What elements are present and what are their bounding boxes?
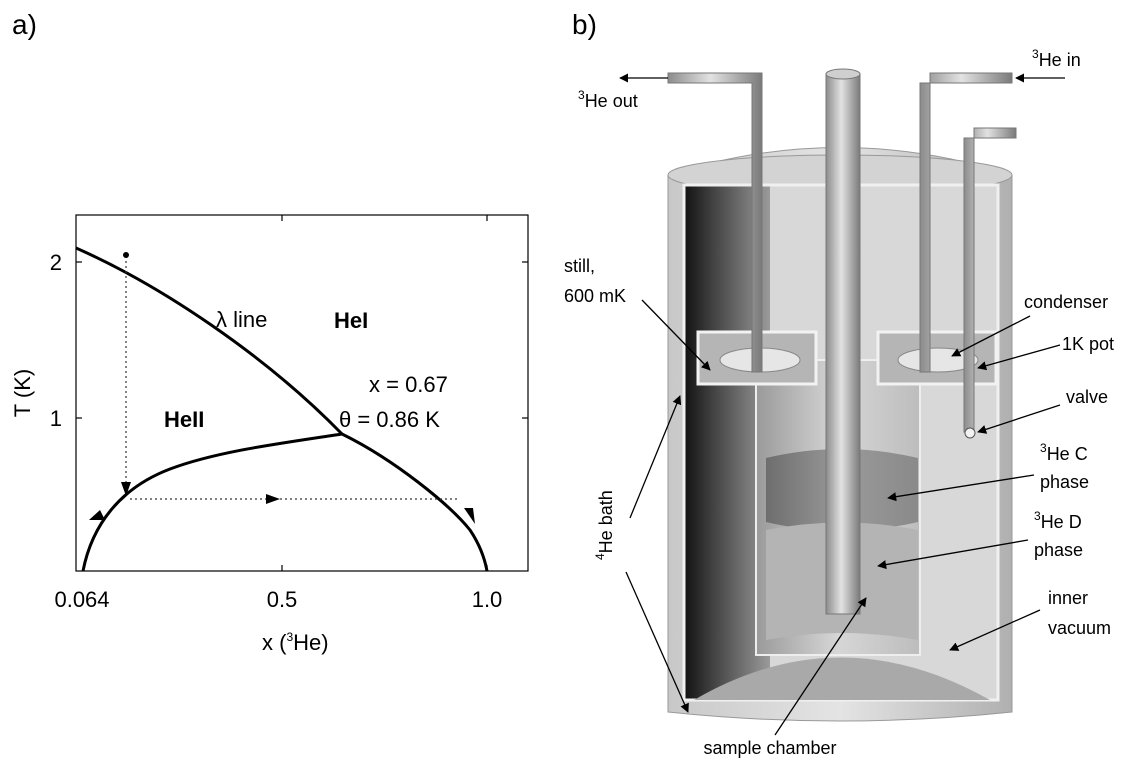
valve-label: valve [1066,387,1108,407]
pot-label: 1K pot [1062,334,1114,354]
he4-bath-arrow-down [625,571,689,713]
plot-frame [75,214,529,572]
x-tick-label-10: 1.0 [472,587,503,612]
lambda-line-label: λ line [216,307,267,332]
he3-c-label-line2: phase [1040,472,1089,492]
he3-d-label-line1: 3He D [1034,509,1082,532]
arrowhead-right-curve [464,508,475,524]
inner-vacuum-label-line1: inner [1048,588,1088,608]
still-arrow [641,299,711,371]
x-tick-label-0064: 0.064 [54,587,109,612]
he4-bath-arrow-up [629,395,682,519]
x-tick-label-05: 0.5 [267,587,298,612]
phase-separation-boundary [81,432,489,572]
valve-ball [964,427,976,439]
inner-vacuum-arrow [949,609,1041,651]
tricritical-theta-label: θ = 0.86 K [339,407,440,432]
arrowhead-left-curve [89,510,105,520]
he3-out-tube [667,72,763,373]
pot-arrow [977,344,1061,371]
he3-d-arrow [877,539,1029,570]
center-tube [825,73,861,615]
arrowhead-right [266,494,280,504]
he4-bath-label: 4He bath [593,490,616,560]
inner-vacuum-label-line2: vacuum [1048,618,1111,638]
panel-b-label: b) [572,9,597,40]
condenser-arrow [951,315,1031,357]
still-label-line2: 600 mK [564,286,626,306]
valve-arrow [977,404,1061,434]
arrowhead-down [121,482,131,496]
he3-d-label-line2: phase [1034,540,1083,560]
x-axis-label: x (3He) [262,630,329,655]
he3-c-arrow [887,474,1035,502]
pot-line [963,127,1017,433]
y-axis-label: T (K) [10,369,35,417]
phase-hei-label: HeI [334,308,368,333]
phase-heii-label: HeII [164,407,204,432]
he3-c-label-line1: 3He C [1040,441,1088,464]
still-label-line1: still, [564,256,595,276]
he3-out-label: 3He out [578,88,638,111]
tricritical-x-label: x = 0.67 [369,372,448,397]
center-tube-top [825,68,861,80]
condenser-label: condenser [1024,292,1108,312]
panel-a-label: a) [12,9,37,40]
start-point [123,252,129,258]
y-tick-label-1: 1 [50,406,62,431]
he3-in-label: 3He in [1032,47,1081,70]
lambda-line [75,246,344,436]
y-tick-label-2: 2 [50,250,62,275]
y-ticks [76,261,528,419]
sample-chamber-arrow [774,597,867,736]
sample-chamber-label: sample chamber [703,738,836,758]
he3-in-tube [919,72,1013,373]
bottom-dome [694,657,990,700]
